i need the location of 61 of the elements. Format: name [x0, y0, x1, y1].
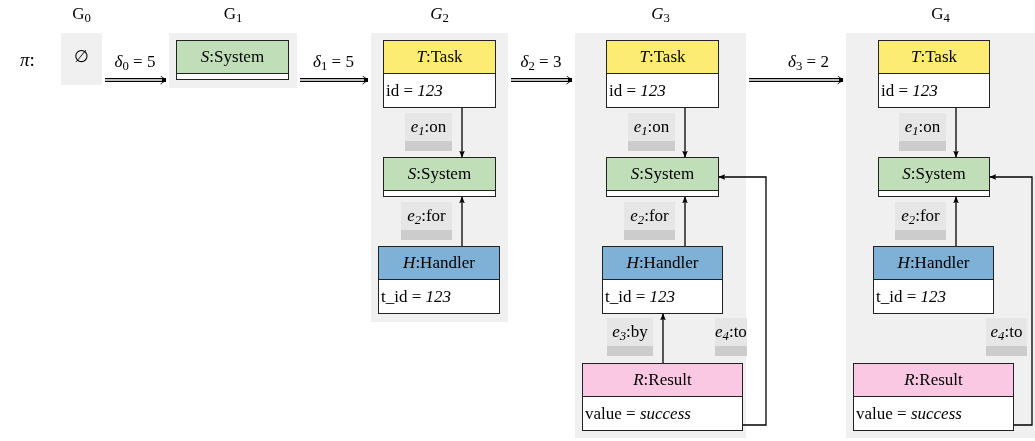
class-box	[176, 40, 289, 80]
edge-label: e$_{4}$:to	[986, 318, 1027, 356]
graph-heading: G$_{4}$	[931, 3, 950, 28]
class-name: R:Result	[904, 369, 963, 392]
edge-label: e$_{2}$:for	[895, 202, 946, 240]
edge-label: δ$_{0}$ = 5	[114, 51, 156, 74]
arrow	[953, 196, 959, 247]
class-name: S:System	[407, 163, 472, 186]
arrow	[718, 174, 767, 426]
class-name: T:Task	[910, 46, 958, 69]
arrow	[459, 196, 465, 247]
edge-label: e$_{4}$:to	[715, 318, 747, 356]
class-name: H:Handler	[403, 252, 475, 275]
attribute-text: t_id = 123	[605, 285, 676, 308]
graph-heading: G$_{1}$	[223, 3, 243, 28]
sequence-label: π:	[20, 49, 35, 70]
arrow	[660, 313, 666, 364]
arrow	[989, 174, 1033, 426]
class-box	[878, 157, 990, 197]
class-box	[602, 246, 723, 314]
edge-label: e$_{3}$:by	[607, 318, 653, 356]
attribute-text: t_id = 123	[876, 285, 947, 308]
edge-label: δ$_{2}$ = 3	[520, 51, 562, 74]
attribute-text: value = success	[585, 402, 691, 425]
class-box	[606, 40, 719, 108]
class-box	[878, 40, 990, 108]
edge-label: e$_{1}$:on	[405, 113, 452, 151]
class-name: S:System	[200, 46, 265, 69]
class-box	[378, 246, 500, 314]
arrow	[953, 107, 959, 158]
edge-label: e$_{2}$:for	[624, 202, 675, 240]
attribute-text: id = 123	[881, 79, 938, 102]
graph-heading: G$_{2}$	[430, 3, 449, 28]
class-name: R:Result	[633, 369, 692, 392]
class-name: S:System	[902, 163, 966, 186]
class-box	[853, 363, 1014, 431]
attribute-text: id = 123	[609, 79, 666, 102]
class-box	[582, 363, 743, 431]
attribute-text: value = success	[856, 402, 962, 425]
edge-label: e$_{2}$:for	[401, 202, 452, 240]
class-box	[873, 246, 994, 314]
class-box	[383, 40, 496, 108]
edge-label: e$_{1}$:on	[628, 113, 675, 151]
attribute-text: t_id = 123	[381, 285, 452, 308]
arrow	[682, 196, 688, 247]
arrow	[459, 107, 465, 158]
graph-heading: G$_{0}$	[72, 3, 91, 28]
class-box	[606, 157, 719, 197]
graph-heading: G$_{3}$	[651, 3, 670, 28]
class-name: H:Handler	[626, 252, 699, 275]
class-name: H:Handler	[897, 252, 970, 275]
empty-set-symbol: ∅	[74, 46, 89, 68]
edge-label: δ$_{3}$ = 2	[788, 51, 829, 74]
arrow	[682, 107, 688, 158]
class-name: T:Task	[416, 46, 463, 69]
class-name: S:System	[630, 163, 695, 186]
edge-label: e$_{1}$:on	[899, 113, 946, 151]
attribute-text: id = 123	[386, 79, 443, 102]
class-name: T:Task	[639, 46, 686, 69]
class-box	[383, 157, 496, 197]
edge-label: δ$_{1}$ = 5	[313, 51, 354, 74]
